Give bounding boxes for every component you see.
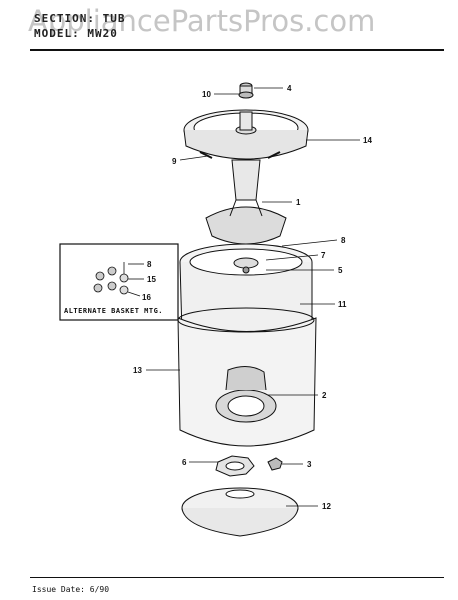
callout-11: 11 — [338, 300, 347, 309]
inset-callout-16: 16 — [142, 293, 151, 302]
callout-12: 12 — [322, 502, 331, 511]
callout-7: 7 — [321, 251, 326, 260]
callout-14: 14 — [363, 136, 372, 145]
issue-date: Issue Date: 6/90 — [32, 585, 110, 594]
callout-3: 3 — [307, 460, 312, 469]
inset-label: ALTERNATE BASKET MTG. — [64, 307, 164, 315]
part-nut — [267, 457, 283, 471]
callout-5: 5 — [338, 266, 343, 275]
header-rule — [30, 49, 444, 51]
model-label: MODEL: MW20 — [34, 27, 118, 40]
part-cap-nut — [238, 82, 254, 99]
callout-1: 1 — [296, 198, 301, 207]
inset-callout-15: 15 — [147, 275, 156, 284]
footer-rule — [30, 577, 444, 578]
callout-8: 8 — [341, 236, 346, 245]
inset-callout-8: 8 — [147, 260, 152, 269]
section-label: SECTION: TUB — [34, 12, 126, 25]
callout-13: 13 — [133, 366, 142, 375]
callout-4: 4 — [287, 84, 292, 93]
inset-alternate-basket: 8 15 16 — [59, 243, 179, 321]
callout-9: 9 — [172, 157, 177, 166]
part-bottom-cover — [181, 487, 299, 537]
part-gasket — [215, 455, 255, 477]
part-wash-basket — [179, 243, 313, 349]
callout-6: 6 — [182, 458, 187, 467]
part-balance-ring — [183, 109, 309, 160]
watermark: AppliancePartsPros.com — [28, 4, 376, 38]
part-pump-assembly — [215, 366, 277, 423]
part-agitator — [205, 159, 287, 245]
callout-2: 2 — [322, 391, 327, 400]
callout-10: 10 — [202, 90, 211, 99]
